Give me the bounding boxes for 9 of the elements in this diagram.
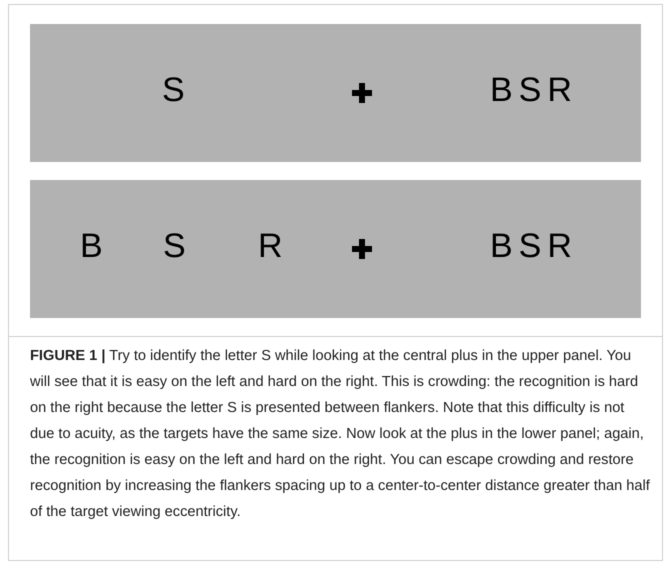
letter-stimulus: R: [258, 226, 289, 266]
stimulus-panel: [30, 180, 641, 318]
letter-stimulus: S: [163, 226, 192, 266]
letter-stimulus: B: [80, 226, 109, 266]
letter-stimulus: BSR: [490, 226, 578, 266]
stimulus-panel: [30, 24, 641, 162]
figure-caption: FIGURE 1 | Try to identify the letter S while looking at the central plus in the upper panel. You will see that it is easy on the left and hard on the right. This is crowding: the recognition is hard on the right because the letter S is presented between flankers. Note that this difficulty is not due to acuity, as the targets have the same size. Now look at the plus in the lower panel; again, the recognition is easy on the left and hard on the right. You can escape crowding and restore recognition by increasing the flankers spacing up to a center-to-center distance greater than half of the target viewing eccentricity.: [30, 347, 650, 522]
letter-stimulus: S: [162, 70, 191, 110]
letter-stimulus: BSR: [490, 70, 578, 110]
